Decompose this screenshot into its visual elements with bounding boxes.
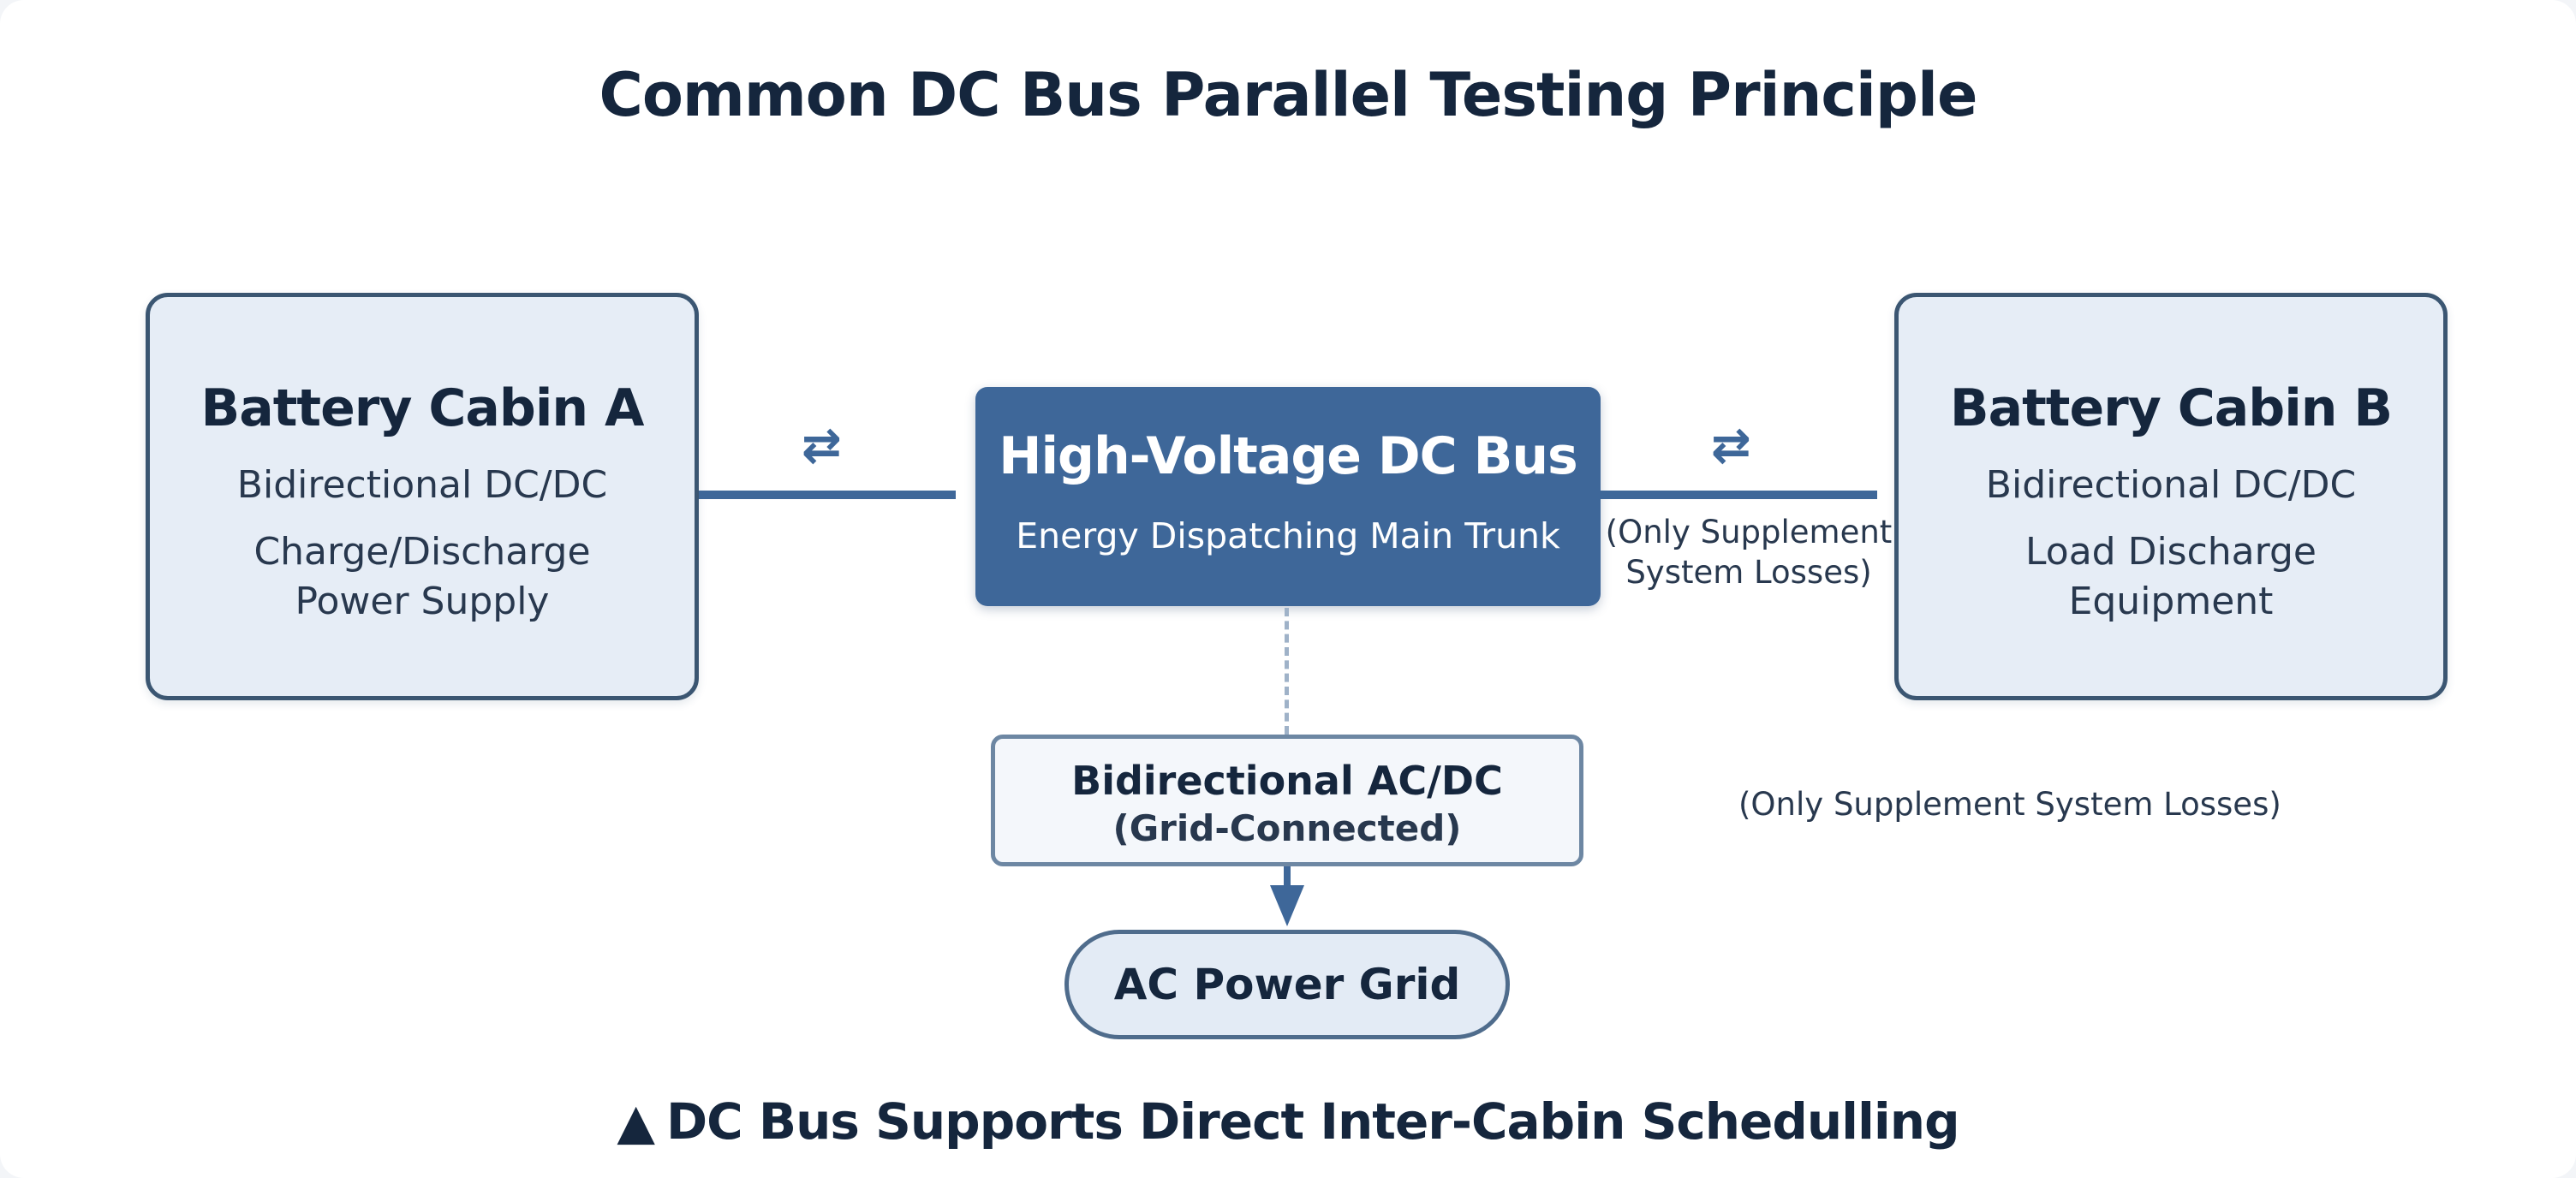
loss-note-grid: (Only Supplement System Losses) [1738,786,2281,823]
loss-note-line1: (Only Supplement [1605,514,1893,550]
connector-bus-to-b [1601,491,1877,499]
acdc-converter-block: Bidirectional AC/DC (Grid-Connected) [991,735,1583,866]
acdc-name: Bidirectional AC/DC [1071,758,1503,804]
triangle-icon: ▲ [617,1092,655,1151]
cabin-b-role-line2: Equipment [2068,580,2274,623]
down-arrow-icon [1270,885,1304,926]
down-arrow-shaft [1284,866,1291,887]
bus-subtitle: Energy Dispatching Main Trunk [1016,515,1560,556]
diagram-title: Common DC Bus Parallel Testing Principle [599,60,1977,130]
cabin-a-converter: Bidirectional DC/DC [236,463,608,507]
ac-power-grid-block: AC Power Grid [1064,930,1510,1039]
battery-cabin-b: Battery Cabin B Bidirectional DC/DC Load… [1894,293,2448,700]
dc-bus-block: High-Voltage DC Bus Energy Dispatching M… [975,387,1601,606]
cabin-a-role-line2: Power Supply [295,580,550,623]
footer-caption: ▲DC Bus Supports Direct Inter-Cabin Sche… [0,1092,2576,1151]
acdc-mode: (Grid-Connected) [1112,807,1462,849]
bidirectional-arrows-icon: ⇄ [802,418,842,473]
loss-note-line2: System Losses) [1625,554,1872,591]
cabin-b-name: Battery Cabin B [1949,378,2393,438]
cabin-b-role-line1: Load Discharge [2025,530,2317,574]
cabin-a-name: Battery Cabin A [200,378,645,438]
footer-text: DC Bus Supports Direct Inter-Cabin Sched… [666,1092,1960,1151]
bidirectional-arrows-icon: ⇄ [1711,418,1751,473]
bus-name: High-Voltage DC Bus [999,426,1578,486]
cabin-b-converter: Bidirectional DC/DC [1985,463,2357,507]
connector-a-to-bus [699,491,956,499]
battery-cabin-a: Battery Cabin A Bidirectional DC/DC Char… [146,293,699,700]
loss-note-connector: (Only Supplement System Losses) [1603,512,1894,592]
cabin-a-role-line1: Charge/Discharge [253,530,591,574]
bus-to-acdc-dashed-link [1285,608,1289,735]
